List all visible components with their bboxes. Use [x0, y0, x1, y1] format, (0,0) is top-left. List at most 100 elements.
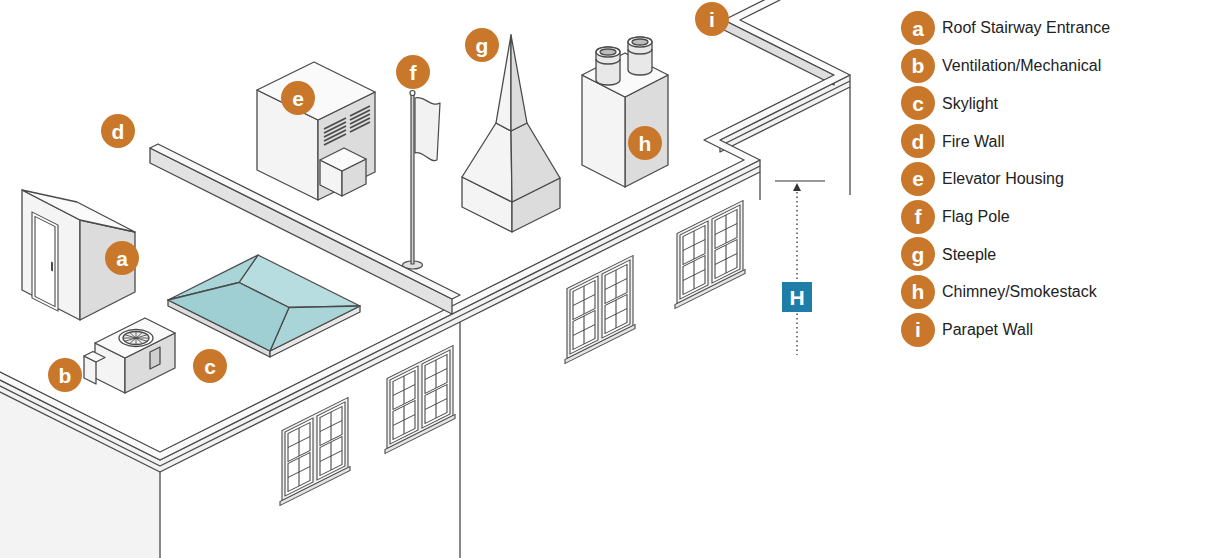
- legend-label: Chimney/Smokestack: [942, 282, 1097, 301]
- windows: [280, 397, 350, 506]
- cornice: [720, 75, 850, 152]
- chimney: [628, 37, 652, 75]
- flag-pole: [411, 95, 414, 264]
- callout-letter: a: [116, 248, 128, 269]
- badge-square: [782, 282, 812, 312]
- skylight: [168, 255, 360, 357]
- building-walls: [159, 472, 160, 558]
- callout-badge: a: [105, 241, 139, 275]
- badge-circle: [901, 200, 935, 234]
- legend-badge: a: [901, 11, 935, 45]
- flag-pole: [415, 98, 440, 161]
- stairway-entrance: [51, 262, 53, 271]
- badge-circle: [101, 114, 135, 148]
- callout-letter: h: [639, 133, 652, 154]
- legend-entry: Skylight: [942, 94, 998, 113]
- badge-circle: [105, 241, 139, 275]
- fire-wall: [150, 144, 460, 314]
- badge-circle: [281, 81, 315, 115]
- windows: [385, 345, 455, 454]
- legend-label: Fire Wall: [942, 132, 1005, 151]
- cornice: [720, 81, 850, 146]
- chimney: [582, 37, 668, 187]
- callout-badge: g: [465, 28, 499, 62]
- fire-wall: [150, 144, 460, 299]
- legend-badge: b: [901, 49, 935, 83]
- badge-circle: [695, 2, 729, 36]
- badge-circle: [465, 28, 499, 62]
- windows: [675, 200, 745, 309]
- legend-badge: h: [901, 275, 935, 309]
- callout-badge: b: [48, 358, 82, 392]
- callout-badge: d: [101, 114, 135, 148]
- badge-circle: [901, 49, 935, 83]
- callout-letter: e: [292, 88, 304, 109]
- callout-letter: h: [912, 281, 925, 302]
- callout-letter: d: [912, 131, 925, 152]
- stairway-entrance: [22, 190, 135, 320]
- flag-pole: [403, 91, 441, 270]
- legend-entry: Chimney/Smokestack: [942, 282, 1097, 301]
- ventilation-unit: [84, 352, 105, 363]
- elevator-housing: [257, 62, 375, 200]
- ventilation-unit: [84, 318, 175, 393]
- elevator-housing: [324, 106, 370, 145]
- callout-badge: h: [628, 126, 662, 160]
- height-dimension: [796, 192, 797, 355]
- callout-letter: b: [912, 55, 925, 76]
- callout-letter: i: [915, 319, 921, 340]
- legend-label: Steeple: [942, 245, 996, 264]
- chimney: [600, 49, 616, 55]
- stairway-entrance: [32, 212, 58, 311]
- steeple: [511, 35, 527, 131]
- height-dimension: [775, 181, 825, 355]
- callout-letter: c: [912, 93, 924, 114]
- legend-label: Roof Stairway Entrance: [942, 18, 1110, 37]
- legend-badge: e: [901, 162, 935, 196]
- chimney: [628, 49, 652, 54]
- badge-circle: [193, 349, 227, 383]
- badge-circle: [901, 237, 935, 271]
- windows: [565, 255, 635, 364]
- parapet-wall: [0, 0, 850, 460]
- legend-label: Elevator Housing: [942, 169, 1064, 188]
- callout-badge: f: [396, 55, 430, 89]
- dimension-badge: H: [782, 282, 812, 312]
- elevator-housing: [320, 148, 366, 171]
- ventilation-unit: [95, 318, 175, 358]
- building-walls: [759, 172, 760, 200]
- legend-label: Skylight: [942, 94, 998, 113]
- badge-circle: [901, 275, 935, 309]
- stairway-entrance: [32, 212, 58, 311]
- chimney: [596, 59, 620, 64]
- chimney: [596, 47, 620, 85]
- height-dimension: [775, 180, 825, 181]
- callout-badge: e: [281, 81, 315, 115]
- badge-circle: [628, 126, 662, 160]
- legend-label: Parapet Wall: [942, 320, 1033, 339]
- callout-letter: f: [410, 62, 417, 83]
- badge-circle: [396, 55, 430, 89]
- legend-badge: g: [901, 237, 935, 271]
- parapet-wall: [724, 20, 834, 85]
- callout-letter: b: [59, 365, 72, 386]
- legend-entry: Ventilation/Mechanical: [942, 56, 1101, 75]
- legend-entry: Roof Stairway Entrance: [942, 18, 1110, 37]
- fire-wall: [150, 148, 452, 314]
- callout-letter: d: [112, 121, 125, 142]
- legend-entry: Flag Pole: [942, 207, 1010, 226]
- steeple: [462, 35, 560, 232]
- badge-circle: [901, 162, 935, 196]
- legend-label: Ventilation/Mechanical: [942, 56, 1101, 75]
- legend-entry: Fire Wall: [942, 132, 1005, 151]
- building-walls: [460, 160, 760, 558]
- flag-pole: [410, 91, 415, 96]
- stairway-entrance: [35, 217, 55, 307]
- legend-badge: f: [901, 200, 935, 234]
- legend-label: Flag Pole: [942, 207, 1010, 226]
- callout-letter: H: [789, 287, 804, 308]
- chimney: [628, 37, 652, 47]
- legend-entry: Parapet Wall: [942, 320, 1033, 339]
